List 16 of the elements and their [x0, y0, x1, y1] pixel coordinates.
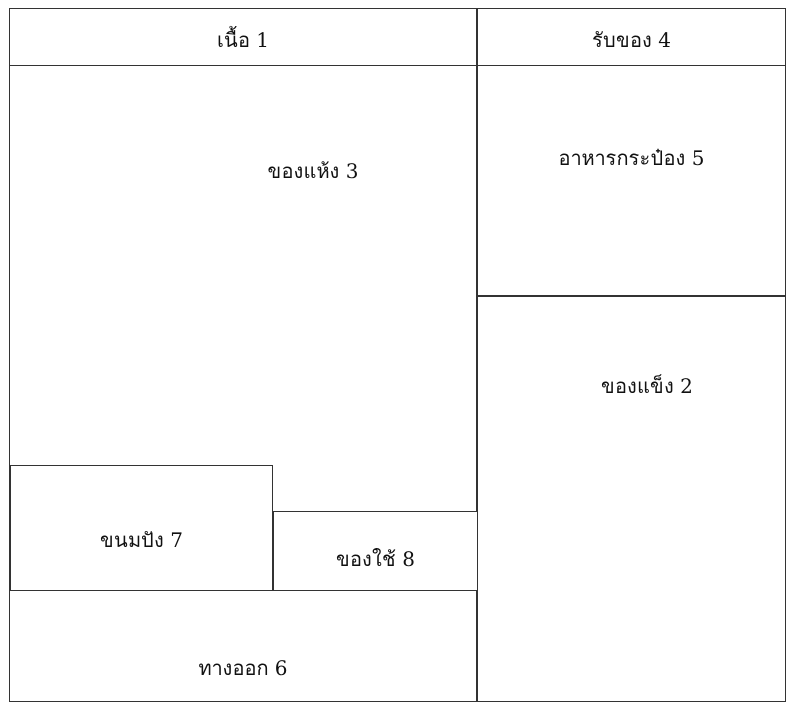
- floor-zone: [9, 65, 477, 591]
- zone-label: ขนมปัง 7: [100, 527, 184, 554]
- floor-zone: [477, 65, 786, 296]
- floor-zone: [9, 590, 477, 702]
- floor-zone: [10, 465, 273, 591]
- zone-label: เนื้อ 1: [216, 24, 270, 54]
- zone-label: ของแข็ง 2: [600, 372, 693, 400]
- floor-zone: [273, 511, 478, 591]
- header-cell: [477, 8, 786, 66]
- zone-label: ทางออก 6: [198, 655, 288, 682]
- zone-label: รับของ 4: [592, 26, 672, 54]
- floor-zone: [477, 296, 786, 702]
- zone-label: อาหารกระป๋อง 5: [558, 144, 705, 172]
- zone-label: ของใช้ 8: [336, 546, 416, 573]
- header-cell: [9, 8, 477, 66]
- zone-label: ของแห้ง 3: [267, 158, 358, 185]
